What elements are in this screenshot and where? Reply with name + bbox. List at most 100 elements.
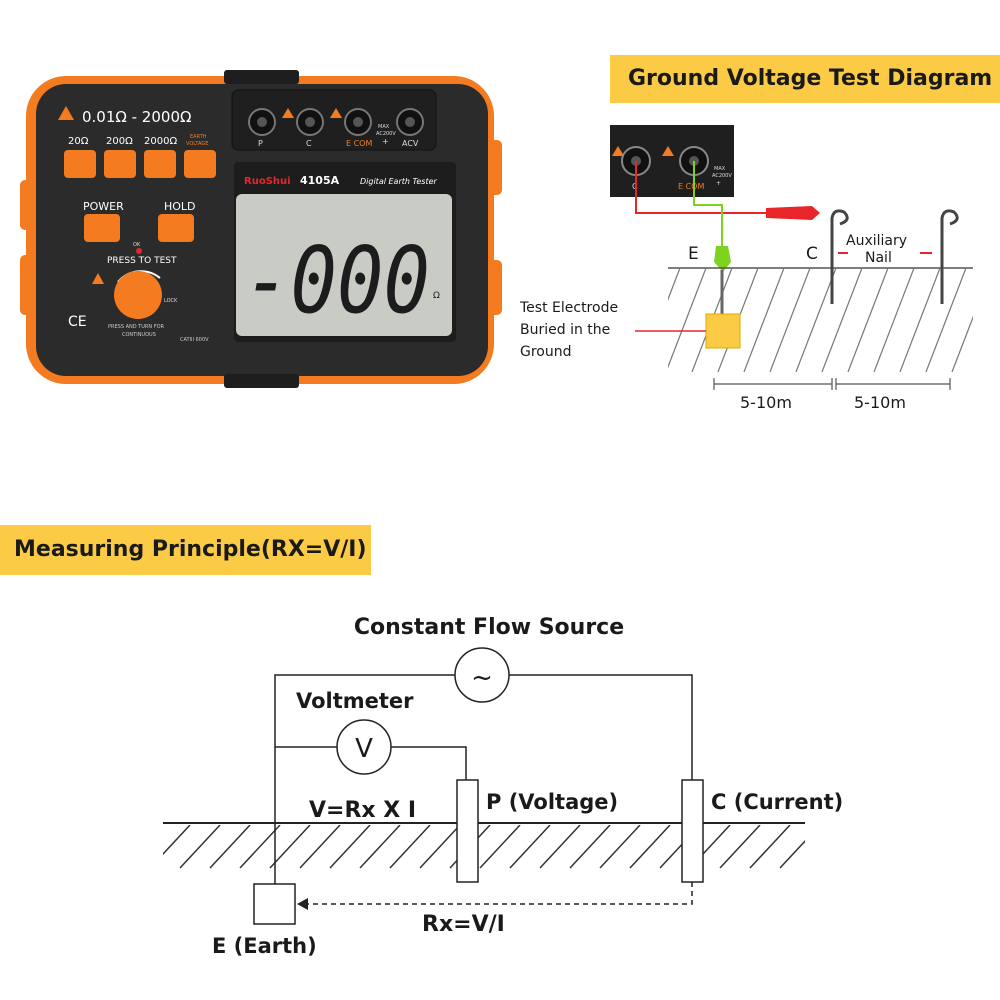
lcd-unit: Ω <box>433 291 440 301</box>
hatch-line <box>179 825 221 869</box>
hatch-line <box>847 268 889 372</box>
red-clip <box>766 206 820 220</box>
range-200-button[interactable] <box>104 150 136 178</box>
svg-text:POWER: POWER <box>83 200 124 213</box>
terminal-ecom-label: E COM <box>346 139 372 148</box>
model-label: 4105A <box>300 174 340 187</box>
svg-text:20Ω: 20Ω <box>68 136 89 147</box>
svg-text:+: + <box>716 180 721 187</box>
p-nail <box>940 209 959 304</box>
lcd-screen <box>236 194 452 336</box>
earth-voltage-button[interactable] <box>184 150 216 178</box>
hatch-line <box>779 840 805 869</box>
svg-text:LOCK: LOCK <box>164 298 178 304</box>
constant-flow-source <box>454 647 510 703</box>
svg-text:MAX: MAX <box>714 166 726 172</box>
hatch-line <box>599 825 641 869</box>
svg-text:VOLTAGE: VOLTAGE <box>186 141 208 147</box>
hatch-line <box>209 825 251 869</box>
buried-test-electrode <box>705 313 741 349</box>
hatch-line <box>749 825 791 869</box>
svg-text:EARTH: EARTH <box>190 134 207 140</box>
product-label: Digital Earth Tester <box>360 177 438 186</box>
hatch-line <box>951 315 973 372</box>
svg-text:V: V <box>355 734 373 764</box>
hatch-line <box>810 825 850 868</box>
brand-label: RuoShui <box>244 176 291 187</box>
terminal-jacks <box>248 108 424 136</box>
lcd-reading: -000 <box>244 227 430 334</box>
auxiliary-label: Auxiliary <box>846 233 907 249</box>
hatch-line <box>269 825 311 869</box>
svg-text:AC200V: AC200V <box>376 131 396 137</box>
c-nail <box>830 209 849 304</box>
label-c: C <box>806 244 818 264</box>
label-e: E <box>688 244 699 264</box>
terminal-acv-label: ACV <box>402 139 419 148</box>
hatch-line <box>479 825 521 869</box>
equation-label: V=Rx X I <box>309 798 416 823</box>
distance-markers <box>713 378 951 390</box>
svg-text:+: + <box>382 137 389 146</box>
hatch-line <box>629 825 671 869</box>
svg-text:CONTINUOUS: CONTINUOUS <box>122 332 156 338</box>
hatch-line <box>419 825 461 869</box>
hatch-line <box>163 825 191 856</box>
svg-text:2000Ω: 2000Ω <box>144 136 177 147</box>
hatch-line <box>899 268 941 372</box>
range-20-button[interactable] <box>64 150 96 178</box>
svg-text:PRESS AND TURN FOR: PRESS AND TURN FOR <box>108 324 165 330</box>
hatch-line <box>925 268 967 372</box>
green-clip <box>714 246 731 272</box>
hatch-line <box>978 268 1000 372</box>
c-electrode <box>681 779 704 883</box>
p-electrode <box>456 779 479 883</box>
hatch-line <box>668 268 681 301</box>
svg-text:AC200V: AC200V <box>712 173 732 179</box>
hatch-line <box>821 268 863 372</box>
rx-label: Rx=V/I <box>422 912 505 937</box>
hatch-line <box>795 268 837 372</box>
distance-2: 5-10m <box>854 393 906 412</box>
source-label: Constant Flow Source <box>354 615 624 640</box>
electrode-label: Test Electrode <box>519 300 618 316</box>
voltmeter-label: Voltmeter <box>296 689 414 713</box>
svg-text:Nail: Nail <box>865 250 892 266</box>
terminal-c-label: C <box>306 139 312 148</box>
svg-text:OK: OK <box>133 242 141 248</box>
hatch-line <box>389 825 431 869</box>
hatch-line <box>719 825 761 869</box>
hatch-line <box>569 825 611 869</box>
hatch-line <box>509 825 551 869</box>
distance-1: 5-10m <box>740 393 792 412</box>
terminal-p-label: P <box>258 139 263 148</box>
hatch-line <box>299 825 341 869</box>
svg-text:200Ω: 200Ω <box>106 136 133 147</box>
ground-diagram-title: Ground Voltage Test Diagram <box>610 55 1000 103</box>
hatch-line <box>769 268 811 372</box>
hold-button[interactable] <box>158 214 194 242</box>
hatch-line <box>743 268 785 372</box>
svg-text:CATIII 600V: CATIII 600V <box>180 337 209 343</box>
test-knob[interactable] <box>114 271 162 319</box>
hatch-line <box>329 825 371 869</box>
hatch-line <box>239 825 281 869</box>
hatch-line <box>539 825 581 869</box>
voltmeter <box>336 719 392 775</box>
power-button[interactable] <box>84 214 120 242</box>
svg-text:Buried in the: Buried in the <box>520 322 610 338</box>
e-earth-label: E (Earth) <box>212 934 317 958</box>
svg-text:~: ~ <box>471 663 493 693</box>
green-wire <box>693 161 723 248</box>
soil-hatching <box>668 268 1000 372</box>
svg-text:MAX: MAX <box>378 124 390 130</box>
range-title: 0.01Ω - 2000Ω <box>82 108 191 126</box>
range-2000-button[interactable] <box>144 150 176 178</box>
principle-ground-hatching <box>163 825 850 869</box>
return-path <box>302 882 693 905</box>
c-current-label: C (Current) <box>711 790 843 814</box>
svg-text:E COM: E COM <box>678 182 704 191</box>
e-earth-electrode <box>253 883 296 925</box>
